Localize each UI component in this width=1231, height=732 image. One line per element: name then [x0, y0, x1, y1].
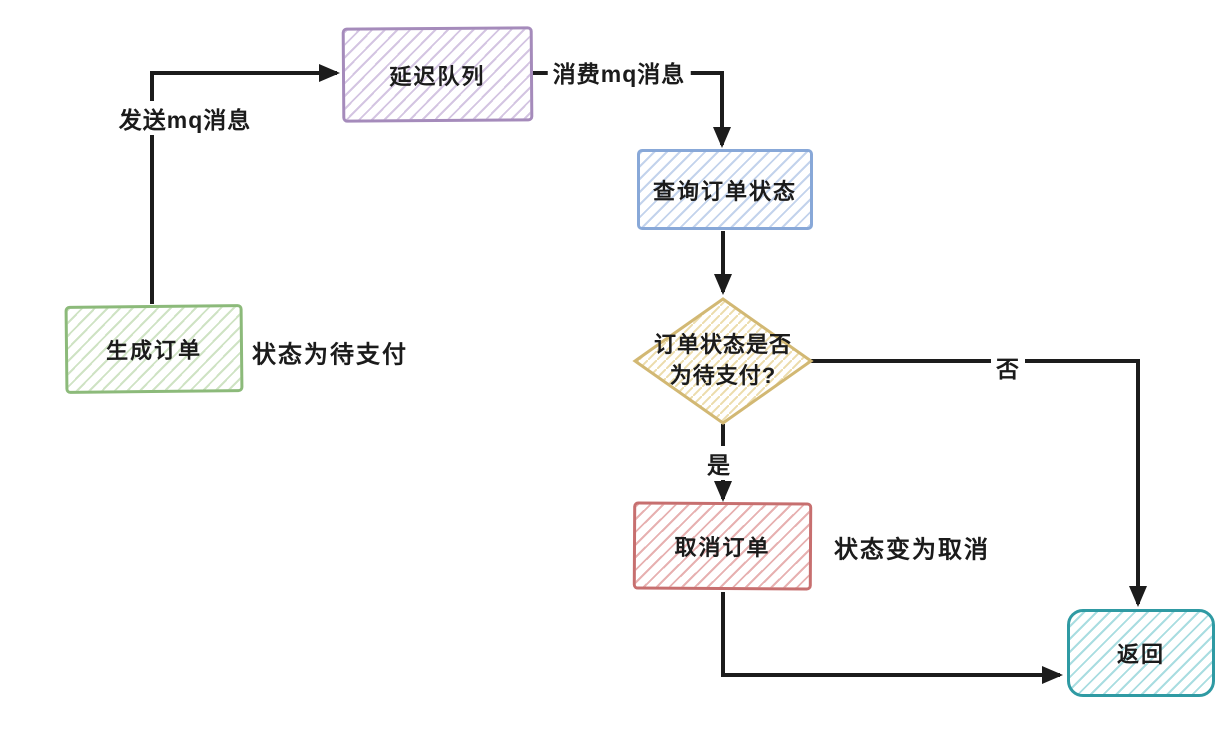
edge-label-send-mq: 发送mq消息	[113, 101, 257, 135]
node-return: 返回	[1067, 609, 1215, 697]
edge-decision-no-to-return	[811, 359, 1147, 607]
node-generate-order: 生成订单	[64, 304, 244, 394]
decision-diamond-shape	[632, 297, 814, 425]
edge-generate-to-delay-queue	[150, 64, 340, 304]
node-query-order-status-label: 查询订单状态	[652, 178, 797, 204]
edge-label-yes: 是	[702, 446, 736, 480]
node-generate-order-label: 生成订单	[105, 337, 203, 364]
decision-diamond-label: 订单状态是否 为待支付?	[653, 332, 792, 388]
annotation-pending-status: 状态为待支付	[252, 341, 408, 369]
annotation-cancelled-status: 状态变为取消	[834, 536, 990, 564]
edge-label-consume-mq: 消费mq消息	[547, 55, 691, 89]
node-query-order-status: 查询订单状态	[637, 149, 813, 230]
node-cancel-order: 取消订单	[632, 501, 813, 591]
edge-label-no: 否	[991, 350, 1025, 384]
node-return-label: 返回	[1116, 642, 1165, 667]
node-cancel-order-label: 取消订单	[674, 534, 771, 561]
node-delay-queue-label: 延迟队列	[389, 63, 486, 89]
node-delay-queue: 延迟队列	[341, 26, 534, 123]
edge-cancel-to-return	[721, 592, 1063, 684]
